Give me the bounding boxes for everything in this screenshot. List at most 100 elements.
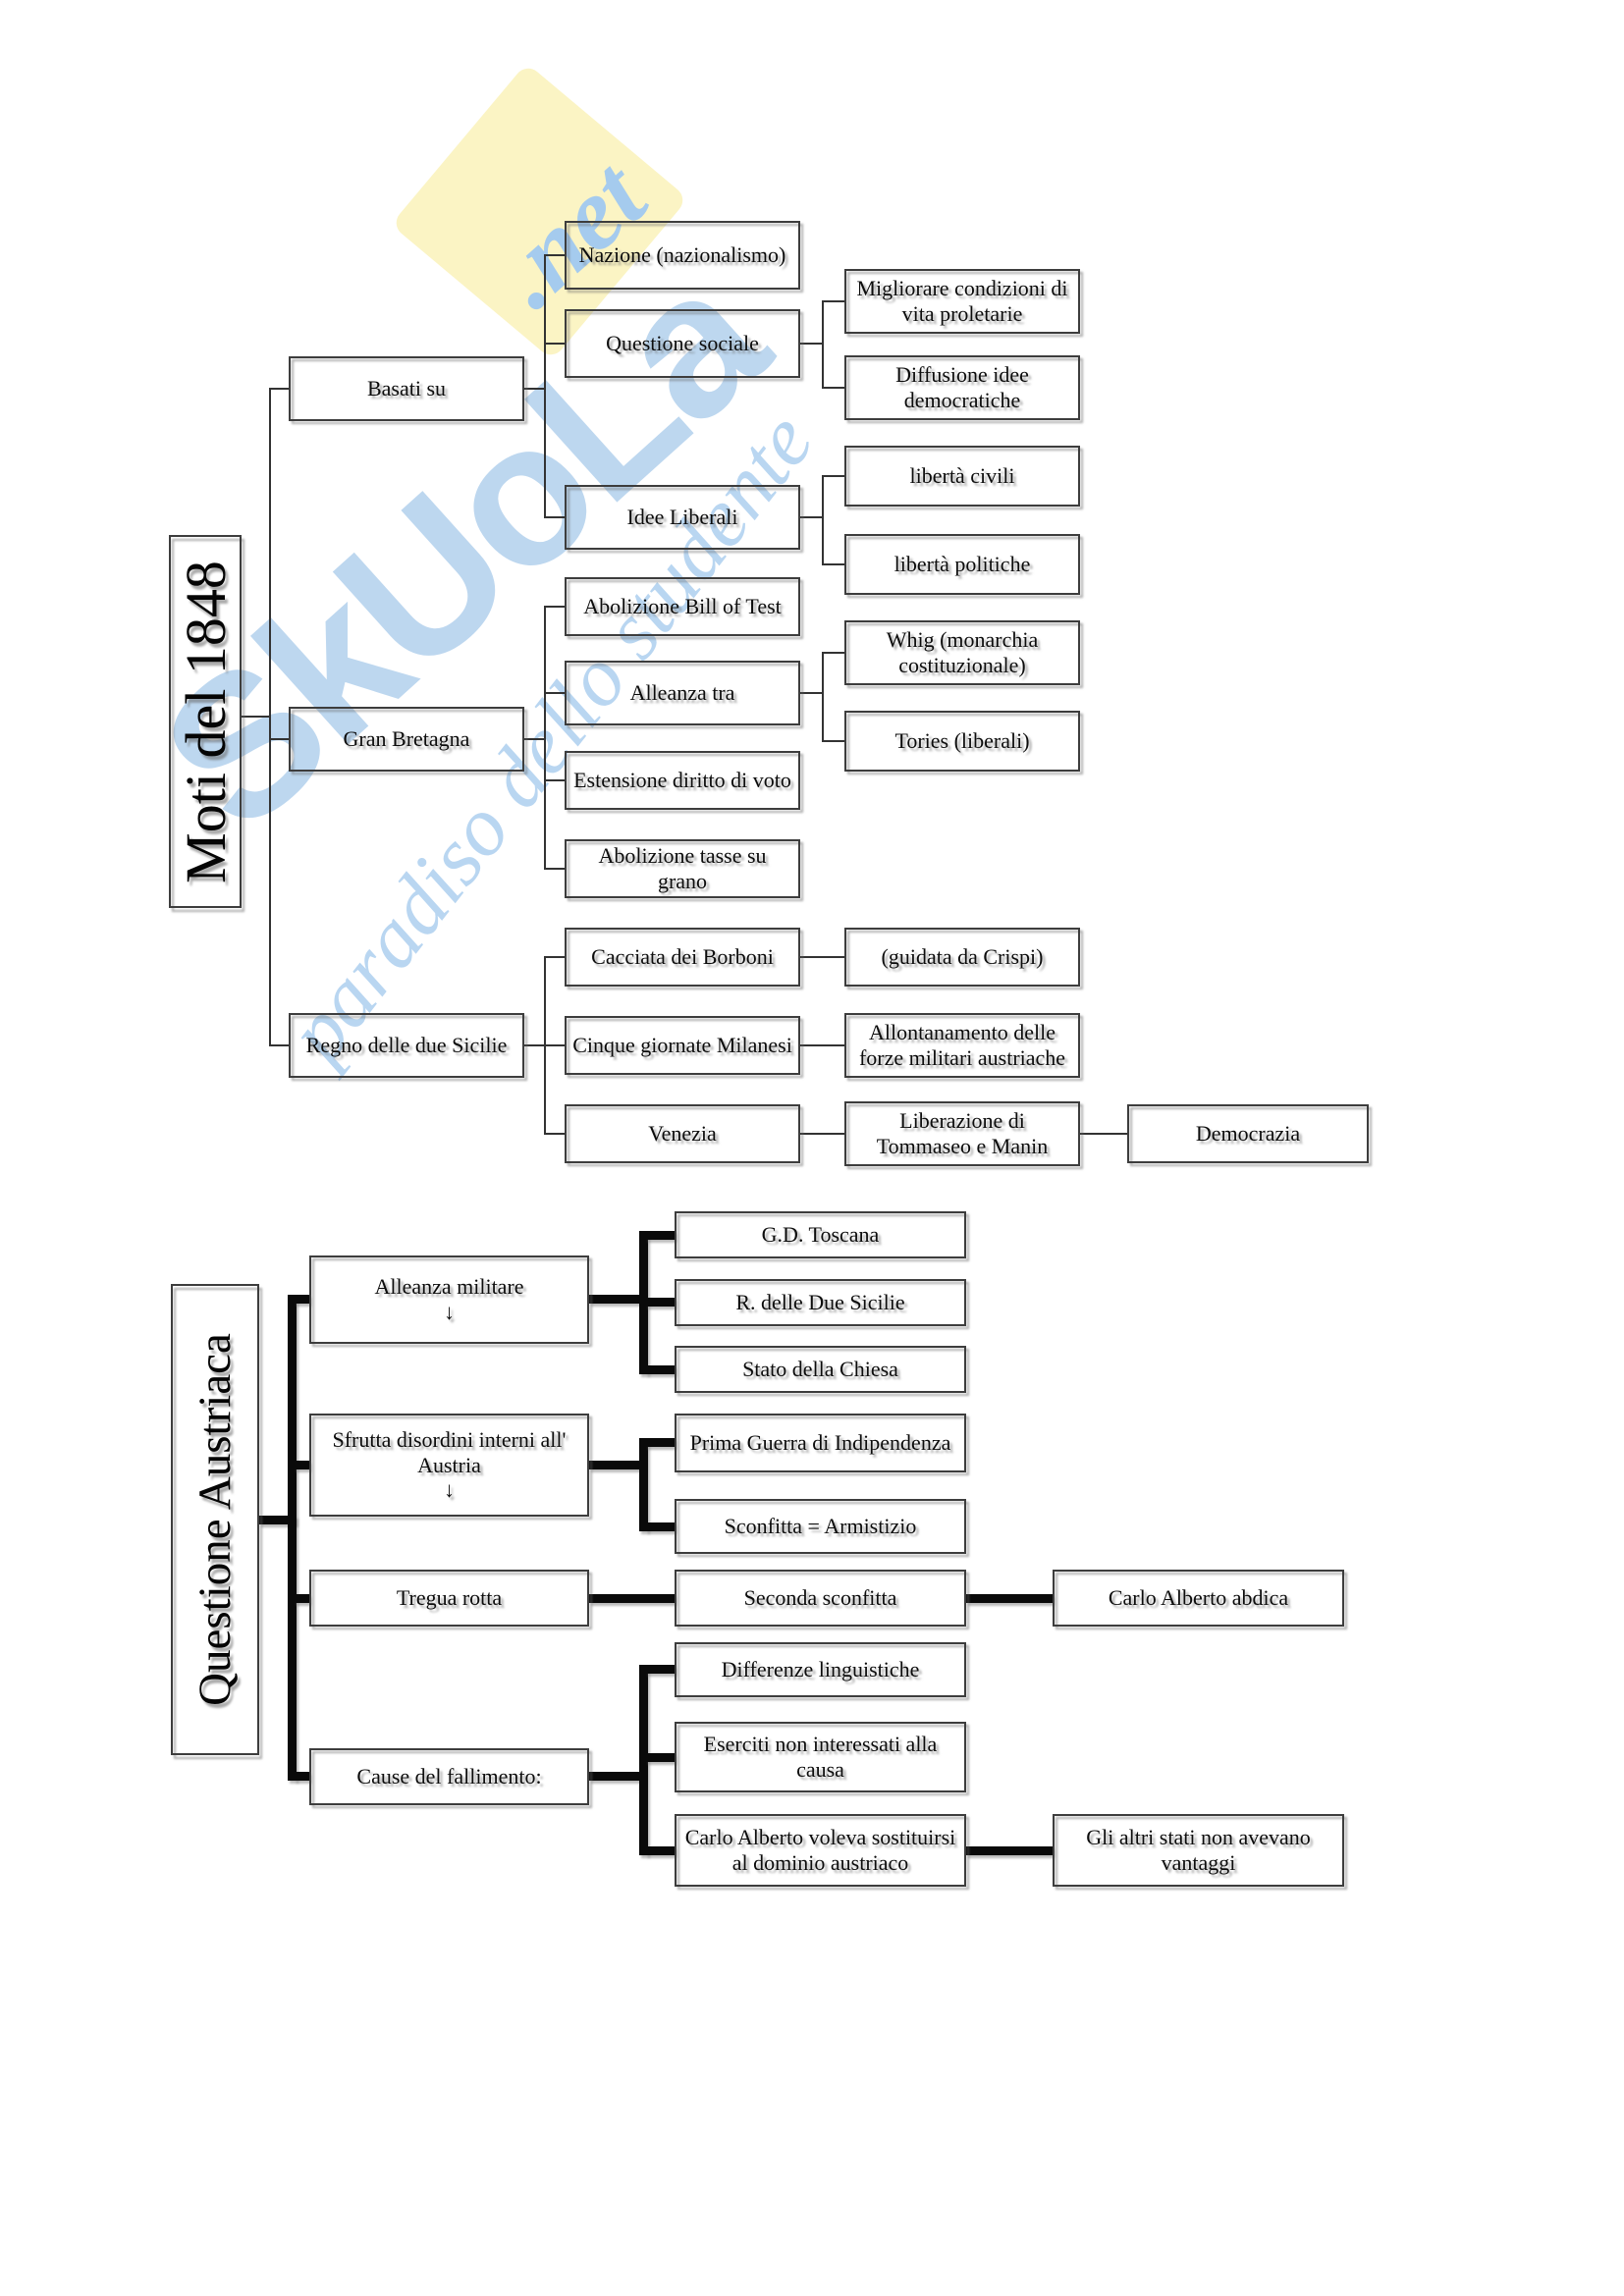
connector-line — [271, 738, 289, 740]
node-tregua: Tregua rotta — [309, 1570, 589, 1627]
connector-line — [824, 300, 844, 302]
connector-line — [824, 475, 844, 477]
node-liberta-civili: libertà civili — [844, 446, 1080, 507]
node-gd-toscana: G.D. Toscana — [675, 1211, 966, 1258]
connector-line — [546, 1133, 565, 1135]
connector-line — [589, 1461, 644, 1469]
connector-line — [646, 1753, 675, 1762]
connector-line — [646, 1522, 675, 1531]
node-eserciti: Eserciti non interessati alla causa — [675, 1722, 966, 1792]
node-regno: Regno delle due Sicilie — [289, 1013, 524, 1078]
node-estensione: Estensione diritto di voto — [565, 751, 800, 810]
connector-line — [524, 1044, 546, 1046]
node-alleanza-tra: Alleanza tra — [565, 661, 800, 725]
node-sconfitta: Sconfitta = Armistizio — [675, 1499, 966, 1554]
connector-line — [546, 956, 565, 958]
connector-line — [822, 475, 824, 565]
connector-line — [546, 606, 565, 608]
node-abolizione-bill: Abolizione Bill of Test — [565, 577, 800, 636]
node-carlo-abdica: Carlo Alberto abdica — [1053, 1570, 1344, 1627]
node-carlo-voleva: Carlo Alberto voleva sostituirsi al domi… — [675, 1814, 966, 1887]
connector-line — [271, 388, 289, 390]
connector-line — [589, 1295, 644, 1304]
connector-line — [546, 779, 565, 781]
connector-line — [544, 956, 546, 1135]
connector-line — [544, 254, 546, 518]
connector-line — [288, 1295, 297, 1781]
connector-line — [524, 738, 546, 740]
node-nazione: Nazione (nazionalismo) — [565, 221, 800, 290]
connector-line — [259, 1516, 297, 1524]
connector-line — [824, 563, 844, 565]
node-liberazione: Liberazione di Tommaseo e Manin — [844, 1101, 1080, 1166]
connector-line — [646, 1846, 675, 1855]
node-diffusione: Diffusione idee democratiche — [844, 355, 1080, 420]
connector-line — [544, 606, 546, 870]
connector-line — [589, 1594, 675, 1603]
node-prima-guerra: Prima Guerra di Indipendenza — [675, 1414, 966, 1472]
node-venezia: Venezia — [565, 1104, 800, 1163]
connector-line — [639, 1231, 648, 1374]
connector-line — [589, 1772, 644, 1781]
node-cinque-giornate: Cinque giornate Milanesi — [565, 1016, 800, 1075]
node-liberta-politiche: libertà politiche — [844, 534, 1080, 595]
connector-line — [295, 1461, 309, 1469]
connector-line — [524, 388, 546, 390]
connector-line — [546, 868, 565, 870]
node-abolizione-tasse: Abolizione tasse su grano — [565, 839, 800, 898]
connector-line — [824, 740, 844, 742]
connector-line — [800, 692, 824, 694]
connector-line — [242, 716, 271, 718]
connector-line — [646, 1231, 675, 1240]
node-democrazia: Democrazia — [1127, 1104, 1369, 1163]
connector-line — [546, 692, 565, 694]
connector-line — [966, 1594, 1053, 1603]
node-cacciata: Cacciata dei Borboni — [565, 928, 800, 987]
connector-line — [646, 1298, 675, 1307]
connector-line — [295, 1772, 309, 1781]
connector-line — [646, 1365, 675, 1374]
node-seconda: Seconda sconfitta — [675, 1570, 966, 1627]
connector-line — [1080, 1133, 1127, 1135]
node-tories: Tories (liberali) — [844, 711, 1080, 772]
connector-line — [824, 652, 844, 654]
connector-line — [966, 1846, 1053, 1855]
connector-line — [822, 300, 824, 389]
node-r-due-sicilie: R. delle Due Sicilie — [675, 1279, 966, 1326]
node-differenze: Differenze linguistiche — [675, 1642, 966, 1697]
diagram1-title: Moti del 1848 — [173, 560, 238, 883]
connector-line — [295, 1295, 309, 1304]
node-migliorare: Migliorare condizioni di vita proletarie — [844, 269, 1080, 334]
node-guidata: (guidata da Crispi) — [844, 928, 1080, 987]
node-stato-chiesa: Stato della Chiesa — [675, 1346, 966, 1393]
node-questione-sociale: Questione sociale — [565, 309, 800, 378]
connector-line — [800, 1044, 844, 1046]
connector-line — [800, 1133, 844, 1135]
connector-line — [646, 1438, 675, 1447]
connector-line — [271, 1044, 289, 1046]
diagram2-title: Questione Austriaca — [189, 1333, 241, 1706]
diagram1-title-box: Moti del 1848 — [169, 535, 242, 908]
diagram2-title-box: Questione Austriaca — [171, 1284, 259, 1755]
node-alleanza-militare: Alleanza militare ↓ — [309, 1255, 589, 1344]
connector-line — [822, 652, 824, 742]
connector-line — [295, 1594, 309, 1603]
node-idee-liberali: Idee Liberali — [565, 485, 800, 550]
node-gli-altri: Gli altri stati non avevano vantaggi — [1053, 1814, 1344, 1887]
node-cause: Cause del fallimento: — [309, 1748, 589, 1805]
connector-line — [546, 1044, 565, 1046]
connector-line — [546, 343, 565, 345]
connector-line — [269, 388, 271, 1046]
connector-line — [546, 254, 565, 256]
connector-line — [646, 1665, 675, 1674]
node-gran-bretagna: Gran Bretagna — [289, 707, 524, 772]
connector-line — [800, 343, 824, 345]
connector-line — [824, 387, 844, 389]
node-allontanamento: Allontanamento delle forze militari aust… — [844, 1013, 1080, 1078]
connector-line — [800, 956, 844, 958]
node-basati-su: Basati su — [289, 356, 524, 421]
connector-line — [546, 516, 565, 518]
node-sfrutta: Sfrutta disordini interni all' Austria ↓ — [309, 1414, 589, 1517]
connector-line — [639, 1665, 648, 1855]
